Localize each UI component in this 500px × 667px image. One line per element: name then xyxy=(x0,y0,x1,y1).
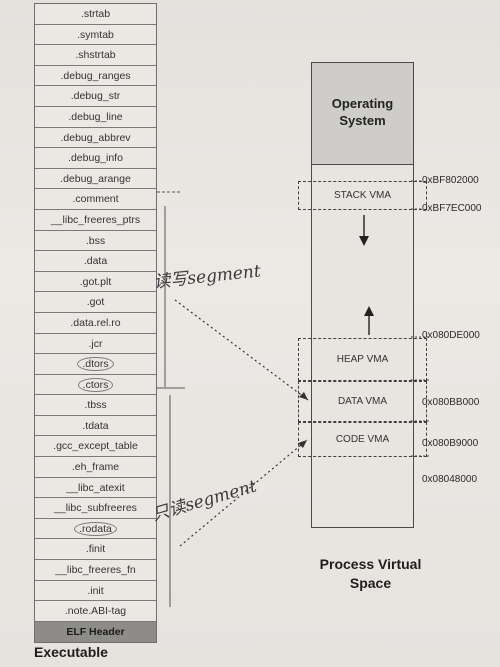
section-row: .got xyxy=(35,292,156,313)
section-row: .debug_str xyxy=(35,86,156,107)
section-row: .debug_abbrev xyxy=(35,128,156,149)
section-row: __libc_freeres_ptrs xyxy=(35,210,156,231)
addr-heap-top: 0x080DE000 xyxy=(422,330,480,341)
section-row: .note.ABI-tag xyxy=(35,601,156,622)
os-label-line1: Operating xyxy=(331,96,394,111)
section-row: .debug_info xyxy=(35,148,156,169)
process-space-caption: Process Virtual Space xyxy=(318,555,423,593)
section-label: .tbss xyxy=(84,399,107,412)
elf-section-table: .strtab .symtab .shstrtab .debug_ranges .deb… xyxy=(34,3,157,644)
ro-to-code-arrow xyxy=(179,439,308,547)
process-caption-line1: Process Virtual xyxy=(319,556,422,572)
section-label: .shstrtab xyxy=(75,49,116,62)
section-label: .bss xyxy=(85,234,106,247)
ro-to-code-arrowhead xyxy=(298,440,307,448)
executable-caption: Executable xyxy=(34,644,108,660)
section-label: __libc_subfreeres xyxy=(54,502,137,515)
section-label: .rodata xyxy=(74,521,117,536)
section-label: .debug_ranges xyxy=(60,69,131,82)
addr-stack-bottom: 0xBF7EC000 xyxy=(422,203,482,214)
section-row: .comment xyxy=(35,189,156,210)
section-label: .tdata xyxy=(82,419,109,432)
section-row: .debug_line xyxy=(35,107,156,128)
section-row: .rodata xyxy=(35,519,156,540)
section-label: .debug_arange xyxy=(60,172,131,185)
section-row: __libc_subfreeres xyxy=(35,498,156,519)
heap-vma-label: HEAP VMA xyxy=(336,354,389,365)
section-label: .init xyxy=(87,584,104,597)
section-label: .gcc_except_table xyxy=(53,440,138,453)
heap-vma: HEAP VMA xyxy=(298,338,427,381)
section-row: .got.plt xyxy=(35,272,156,293)
os-label-line2: System xyxy=(339,113,386,128)
operating-system-region: Operating System xyxy=(312,63,413,165)
section-label: __libc_atexit xyxy=(66,481,125,494)
section-label: .data.rel.ro xyxy=(70,316,121,329)
section-label: .note.ABI-tag xyxy=(64,605,127,618)
section-row: .shstrtab xyxy=(35,45,156,66)
section-row: .debug_ranges xyxy=(35,66,156,87)
addr-stack-top: 0xBF802000 xyxy=(422,175,479,186)
code-vma-label: CODE VMA xyxy=(335,434,390,445)
section-label: .debug_abbrev xyxy=(60,131,131,144)
section-label: .got.plt xyxy=(79,275,112,288)
section-row: .data xyxy=(35,251,156,272)
section-label: __libc_freeres_fn xyxy=(55,564,136,577)
section-row: .init xyxy=(35,581,156,602)
addr-code-top: 0x080B9000 xyxy=(422,438,479,449)
data-vma: DATA VMA xyxy=(298,381,427,422)
stack-vma-label: STACK VMA xyxy=(333,190,392,201)
rw-to-data-arrowhead xyxy=(299,392,308,400)
section-label: .strtab xyxy=(80,8,111,20)
section-row: .tbss xyxy=(35,395,156,416)
section-row: .symtab xyxy=(35,25,156,46)
section-row: .strtab xyxy=(35,4,156,25)
data-vma-label: DATA VMA xyxy=(337,396,388,407)
section-row: __libc_atexit xyxy=(35,478,156,499)
section-row: .bss xyxy=(35,231,156,252)
section-label: .debug_str xyxy=(70,90,121,103)
section-label: .got xyxy=(86,296,105,309)
addr-data-top: 0x080BB000 xyxy=(422,397,480,408)
section-label: .comment xyxy=(72,193,119,206)
process-virtual-space: Operating System STACK VMA HEAP VMA DATA… xyxy=(298,62,427,528)
stack-growth-arrowhead xyxy=(359,236,369,246)
section-row: ELF Header xyxy=(35,621,156,643)
stack-vma: STACK VMA xyxy=(298,181,427,210)
section-row: .dtors xyxy=(35,354,156,375)
heap-growth-arrowhead xyxy=(364,306,374,316)
section-row: __libc_freeres_fn xyxy=(35,560,156,581)
section-label: .debug_info xyxy=(68,152,123,165)
section-label: .dtors xyxy=(77,357,114,372)
section-label: .eh_frame xyxy=(71,461,120,474)
section-label: .data xyxy=(83,255,108,268)
section-row: .jcr xyxy=(35,334,156,355)
section-row: .finit xyxy=(35,539,156,561)
section-row: .data.rel.ro xyxy=(35,313,156,334)
section-label: .ctors xyxy=(77,377,114,392)
section-row: .debug_arange xyxy=(35,169,156,190)
section-label: __libc_freeres_ptrs xyxy=(50,213,141,226)
process-caption-line2: Space xyxy=(349,575,392,591)
section-label: .finit xyxy=(85,543,106,556)
section-row: .gcc_except_table xyxy=(35,436,156,458)
rw-to-data-arrow xyxy=(174,299,309,401)
code-vma: CODE VMA xyxy=(298,422,427,457)
section-row: .tdata xyxy=(35,416,156,437)
addr-code-bottom: 0x08048000 xyxy=(422,474,478,485)
section-label: .debug_line xyxy=(68,110,123,123)
section-label: ELF Header xyxy=(66,625,125,638)
section-row: .eh_frame xyxy=(35,457,156,478)
section-label: .jcr xyxy=(88,337,103,350)
section-label: .symtab xyxy=(77,28,114,41)
section-row: .ctors xyxy=(35,375,156,396)
